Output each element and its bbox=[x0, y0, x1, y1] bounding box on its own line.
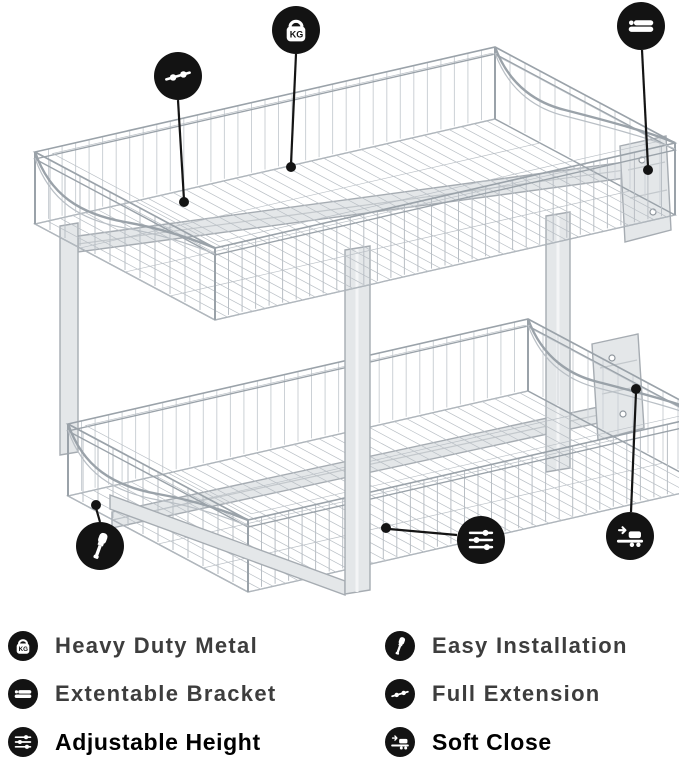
callout-adjustable-height bbox=[457, 516, 505, 564]
callout-line bbox=[176, 99, 186, 201]
callout-dot bbox=[643, 165, 653, 175]
callout-dot bbox=[631, 384, 641, 394]
feature-extentable-bracket: Extentable Bracket bbox=[8, 676, 277, 712]
callout-dot bbox=[286, 162, 296, 172]
frame-bottom-bar bbox=[109, 493, 346, 597]
soft-close-drawer-icon bbox=[385, 727, 415, 757]
feature-label: Easy Installation bbox=[432, 633, 628, 658]
callout-layer: KG bbox=[76, 2, 665, 570]
frame-front-post bbox=[344, 245, 371, 595]
screwdriver-icon bbox=[385, 631, 415, 661]
callout-circle bbox=[617, 2, 665, 50]
callout-line bbox=[289, 53, 298, 165]
callout-line bbox=[640, 49, 650, 168]
callout-dot bbox=[381, 523, 391, 533]
feature-label: Soft Close bbox=[432, 728, 552, 755]
callout-line bbox=[94, 507, 102, 523]
callout-dot bbox=[179, 197, 189, 207]
extendable-bracket-icon bbox=[8, 679, 38, 709]
feature-label: Full Extension bbox=[432, 681, 601, 706]
full-extension-slider-icon bbox=[385, 679, 415, 709]
feature-soft-close: Soft Close bbox=[385, 724, 552, 760]
feature-adjustable-height: Adjustable Height bbox=[8, 724, 261, 760]
feature-label: Adjustable Height bbox=[55, 728, 261, 755]
callout-line bbox=[388, 527, 458, 537]
callout-soft-close bbox=[606, 512, 654, 560]
callout-extendable-bracket bbox=[617, 2, 665, 50]
callout-full-extension bbox=[154, 52, 202, 100]
callout-line bbox=[629, 391, 638, 513]
svg-text:KG: KG bbox=[19, 646, 28, 653]
weight-kg-icon: KG bbox=[8, 631, 38, 661]
product-diagram-svg: KG bbox=[32, 2, 679, 597]
feature-easy-installation: Easy Installation bbox=[385, 628, 628, 664]
feature-label: Extentable Bracket bbox=[55, 681, 277, 706]
feature-label: Heavy Duty Metal bbox=[55, 633, 258, 658]
feature-heavy-duty-metal: KG Heavy Duty Metal bbox=[8, 628, 258, 664]
feature-full-extension: Full Extension bbox=[385, 676, 601, 712]
kg-icon-label: KG bbox=[290, 29, 304, 39]
callout-heavy-duty-metal: KG bbox=[272, 6, 320, 54]
adjustable-sliders-icon bbox=[8, 727, 38, 757]
callout-easy-installation bbox=[76, 522, 124, 570]
callout-dot bbox=[91, 500, 101, 510]
